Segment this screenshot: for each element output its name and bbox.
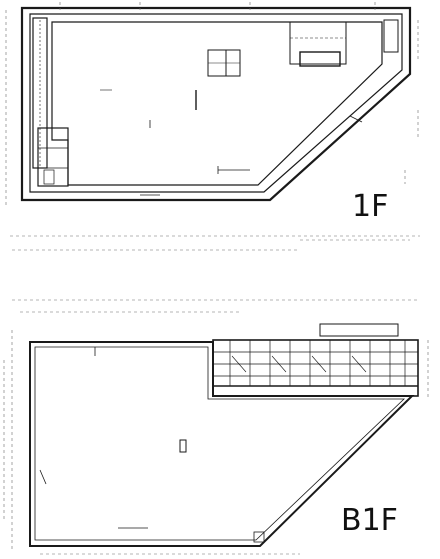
interior-room [51, 21, 383, 186]
floor-plan-b1f [3, 299, 429, 555]
inner-wall [34, 346, 405, 541]
floor-label-1f: 1F [352, 189, 389, 224]
dimension-lines [5, 2, 420, 251]
floor-label-b1f: B1F [341, 503, 398, 538]
corner-room [37, 127, 69, 187]
storage-band [212, 339, 419, 397]
dimension-lines [3, 299, 429, 555]
outer-wall [20, 6, 412, 202]
floor-plan-1f [5, 2, 420, 251]
inner-wall [29, 13, 403, 193]
equipment-block [289, 21, 347, 65]
